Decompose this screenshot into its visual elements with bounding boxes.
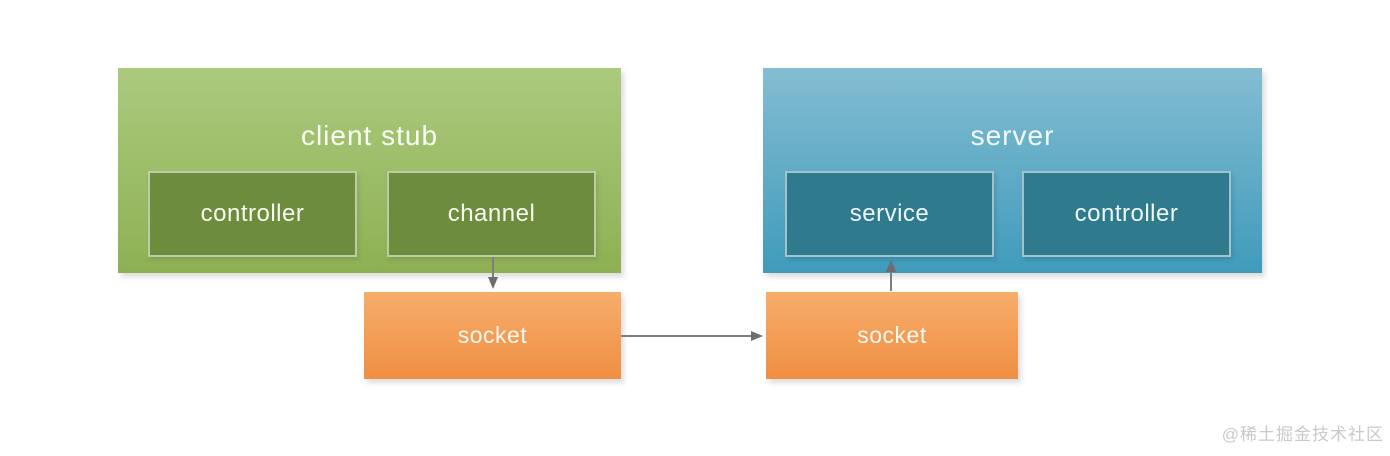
server-socket-box: socket [766, 292, 1018, 379]
server-controller-box: controller [1022, 171, 1231, 257]
watermark: @稀土掘金技术社区 [1221, 425, 1384, 444]
client-channel-box: channel [387, 171, 596, 257]
client-stub-title: client stub [300, 120, 439, 151]
client-channel-label: channel [447, 200, 536, 227]
client-controller-box: controller [148, 171, 357, 257]
server-title: server [970, 120, 1055, 151]
client-socket-box: socket [364, 292, 621, 379]
client-socket-label: socket [457, 322, 528, 348]
server-controller-label: controller [1074, 200, 1179, 227]
client-controller-label: controller [200, 200, 305, 227]
server-box: server service controller [763, 68, 1262, 273]
server-socket-label: socket [857, 322, 927, 348]
client-stub-box: client stub controller channel [118, 68, 621, 273]
server-service-label: service [849, 200, 930, 227]
server-service-box: service [785, 171, 994, 257]
